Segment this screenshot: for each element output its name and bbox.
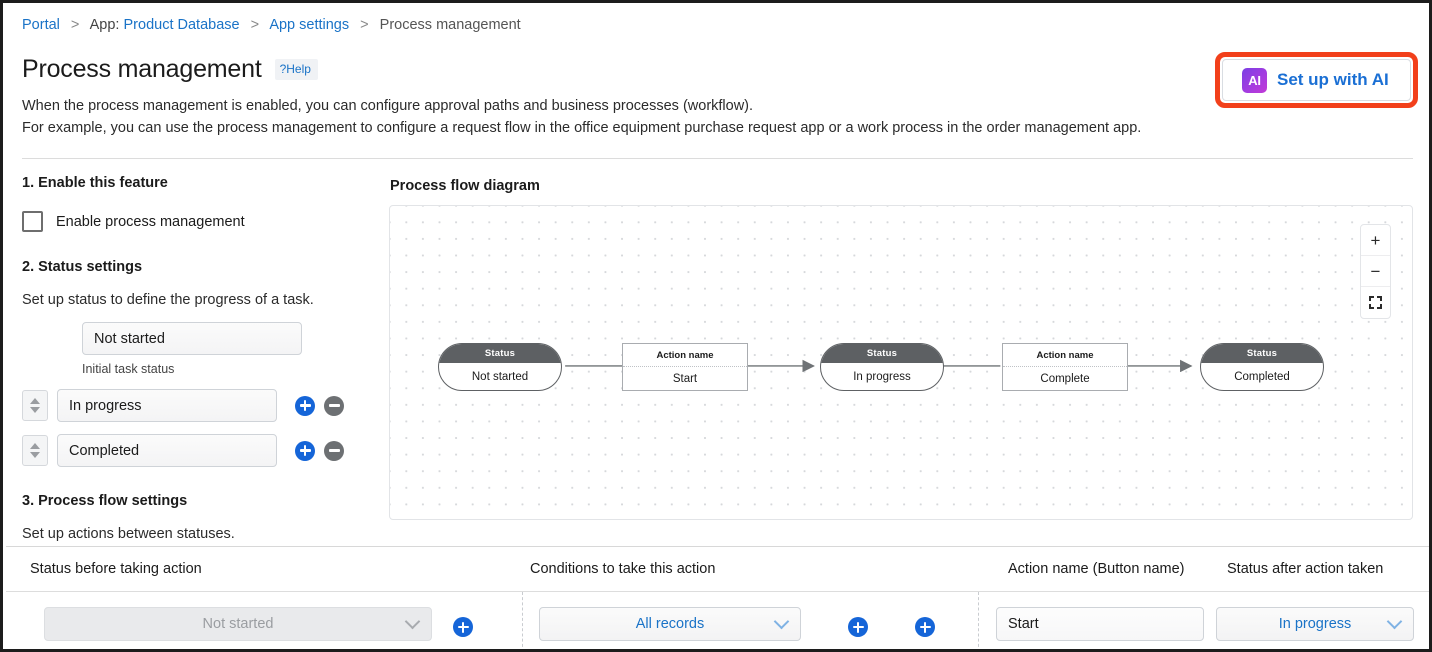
diagram-node-status-not-started[interactable]: Status Not started	[438, 343, 562, 391]
status-before-value: Not started	[202, 616, 274, 632]
column-header-status-before: Status before taking action	[30, 561, 202, 577]
column-header-status-after: Status after action taken	[1227, 561, 1384, 577]
diagram-node-action-start[interactable]: Action name Start	[622, 343, 748, 391]
table-header-divider	[6, 591, 1429, 592]
node-header: Status	[439, 344, 561, 363]
chevron-down-icon	[404, 613, 421, 629]
node-header: Status	[1201, 344, 1323, 363]
description-line-2: For example, you can use the process man…	[22, 120, 1142, 136]
breadcrumb-separator: >	[70, 17, 80, 33]
diagram-node-action-complete[interactable]: Action name Complete	[1002, 343, 1128, 391]
node-body: Start	[672, 372, 698, 385]
status-input[interactable]	[57, 389, 277, 422]
column-header-action-name: Action name (Button name)	[1008, 561, 1185, 577]
initial-status-caption: Initial task status	[82, 362, 175, 376]
process-flow-diagram-canvas[interactable]: + − Status Not started Action name Start	[389, 205, 1413, 520]
table-header-row: Status before taking action Conditions t…	[3, 547, 1429, 591]
remove-status-button[interactable]	[324, 395, 344, 416]
breadcrumb-item-current: Process management	[379, 17, 521, 33]
initial-status-input[interactable]	[82, 322, 302, 355]
breadcrumb-separator: >	[360, 17, 369, 33]
status-row	[22, 389, 372, 422]
chevron-down-icon	[30, 452, 40, 458]
condition-select[interactable]: All records	[539, 607, 801, 641]
action-name-input[interactable]	[996, 607, 1204, 641]
section-2-subtext: Set up status to define the progress of …	[22, 292, 314, 308]
diagram-node-status-completed[interactable]: Status Completed	[1200, 343, 1324, 391]
breadcrumb-item-app-settings[interactable]: App settings	[269, 17, 350, 33]
status-reorder-handle[interactable]	[22, 390, 48, 421]
chevron-up-icon	[30, 443, 40, 449]
diagram-zoom-controls: + −	[1360, 224, 1391, 319]
section-3-subtext: Set up actions between statuses.	[22, 526, 235, 542]
initial-status-block: Initial task status	[22, 322, 372, 376]
add-status-before-row-button[interactable]	[453, 617, 473, 637]
header-divider	[22, 158, 1413, 159]
node-header: Action name	[623, 344, 747, 367]
diagram-title: Process flow diagram	[390, 178, 540, 194]
enable-process-management-row[interactable]: Enable process management	[22, 211, 372, 232]
chevron-down-icon	[1386, 613, 1403, 629]
node-header: Status	[821, 344, 943, 363]
ai-icon: AI	[1242, 67, 1267, 93]
status-before-select: Not started	[44, 607, 432, 641]
condition-value: All records	[635, 616, 705, 632]
page-title: Process management	[22, 55, 262, 83]
set-up-with-ai-label: Set up with AI	[1277, 70, 1389, 89]
table-column-divider	[978, 592, 979, 649]
status-row	[22, 434, 372, 467]
status-after-value: In progress	[1278, 616, 1352, 632]
table-top-divider	[6, 546, 1429, 547]
zoom-out-icon[interactable]: −	[1361, 256, 1390, 287]
add-status-button[interactable]	[295, 395, 315, 416]
remove-status-button[interactable]	[324, 440, 344, 461]
add-status-button[interactable]	[295, 440, 315, 461]
page-description: When the process management is enabled, …	[22, 95, 1141, 139]
settings-column: 1. Enable this feature Enable process ma…	[22, 175, 372, 542]
node-header: Action name	[1003, 344, 1127, 367]
page-title-row: Process management ?Help	[22, 55, 318, 84]
status-input[interactable]	[57, 434, 277, 467]
chevron-down-icon	[773, 613, 790, 629]
section-3-heading: 3. Process flow settings	[22, 493, 188, 509]
column-header-conditions: Conditions to take this action	[530, 561, 716, 577]
section-1-heading: 1. Enable this feature	[22, 175, 168, 191]
section-2-heading: 2. Status settings	[22, 259, 143, 275]
add-condition-group-button[interactable]	[915, 617, 935, 637]
table-column-divider	[522, 592, 523, 649]
diagram-node-status-in-progress[interactable]: Status In progress	[820, 343, 944, 391]
add-condition-button[interactable]	[848, 617, 868, 637]
description-line-1: When the process management is enabled, …	[22, 98, 754, 114]
chevron-down-icon	[30, 407, 40, 413]
flow-connectors	[565, 359, 1193, 373]
breadcrumb-item-portal[interactable]: Portal	[22, 17, 60, 33]
breadcrumb-item-product-database[interactable]: Product Database	[123, 17, 240, 33]
enable-process-management-checkbox[interactable]	[22, 211, 43, 232]
breadcrumb-separator: >	[250, 17, 260, 33]
chevron-up-icon	[30, 398, 40, 404]
breadcrumb: Portal > App: Product Database > App set…	[22, 16, 521, 34]
status-after-select[interactable]: In progress	[1216, 607, 1414, 641]
set-up-with-ai-button[interactable]: AI Set up with AI	[1222, 59, 1411, 101]
table-row: Not started All records In progress	[3, 592, 1429, 649]
node-body: Completed	[1234, 370, 1290, 383]
node-body: Not started	[471, 370, 529, 383]
node-body: Complete	[1040, 372, 1090, 385]
enable-process-management-label: Enable process management	[56, 213, 245, 230]
zoom-in-icon[interactable]: +	[1361, 225, 1390, 256]
help-badge[interactable]: ?Help	[274, 59, 318, 80]
status-reorder-handle[interactable]	[22, 435, 48, 466]
breadcrumb-app-prefix: App:	[89, 17, 120, 33]
node-body: In progress	[853, 370, 911, 383]
ai-button-highlight-annotation	[1215, 52, 1418, 108]
fit-to-screen-icon[interactable]	[1361, 287, 1390, 318]
